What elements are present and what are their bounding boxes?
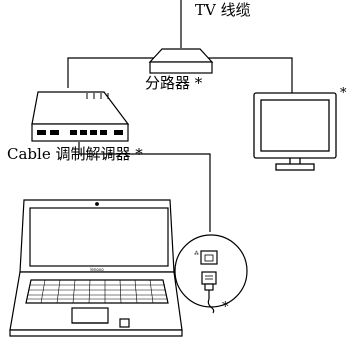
- modem-to-laptop-line: [78, 142, 211, 232]
- cable-connector-note-label: *: [222, 300, 229, 315]
- laptop-icon: lenovo: [9, 199, 183, 337]
- modem-ports: [37, 130, 123, 135]
- svg-text:⁂: ⁂: [194, 250, 199, 257]
- laptop-fingerprint-reader: [119, 318, 130, 328]
- splitter-label: 分路器 *: [145, 74, 203, 92]
- rj45-plug: [201, 271, 217, 285]
- svg-text:lenovo: lenovo: [90, 267, 104, 272]
- laptop-touchpad: [71, 307, 109, 324]
- cable-modem-icon: [31, 91, 130, 142]
- laptop-keyboard-keys: [27, 279, 168, 304]
- tv-cable-label: TV 线缆: [195, 1, 251, 19]
- splitter-icon: [148, 48, 214, 74]
- laptop-keyboard: [25, 279, 169, 304]
- monitor-note-label: *: [340, 86, 347, 101]
- cable-modem-label: Cable 调制解调器 *: [7, 145, 143, 163]
- splitter-to-monitor-line: [206, 57, 293, 93]
- monitor-icon: [253, 92, 337, 171]
- network-connector-icon: ⁂: [174, 234, 248, 314]
- modem-leds: [86, 93, 109, 99]
- splitter-to-modem-line: [67, 57, 160, 88]
